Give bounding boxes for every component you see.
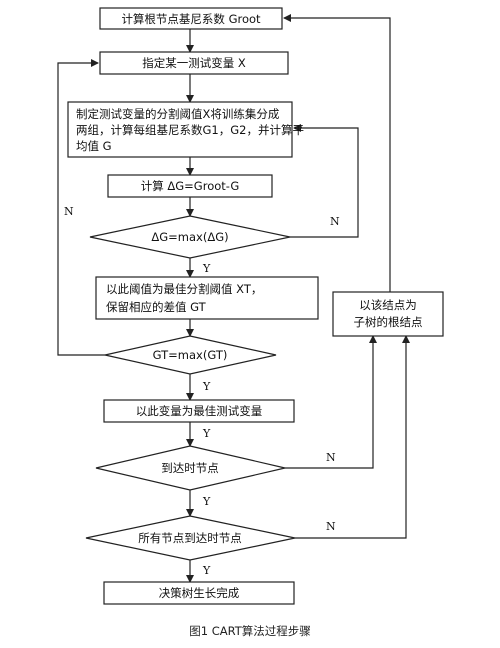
node-tree-complete [103,581,295,605]
node-subtree-root-line2: 子树的根结点 [354,315,423,329]
node-best-test-variable [103,399,295,423]
label-d3-no: N [326,451,336,464]
label-d4-yes: Y [202,564,211,577]
label-d1-yes: Y [202,262,211,275]
decision-all-reach-leaf [85,515,296,561]
node-best-threshold [95,276,319,320]
edge-d4-no [295,335,410,539]
node-split-threshold-line3: 均值 G [76,139,112,153]
node-split-threshold-line1: 制定测试变量的分割阈值X将训练集分成 [76,107,280,121]
node-split-threshold [67,101,293,158]
label-d2-no: N [64,205,74,218]
edge-d3-no [285,335,377,469]
decision-gt-max-text: GT=max(GT) [153,348,228,362]
node-best-threshold-line2: 保留相应的差值 GT [106,300,207,314]
edge-d2-no-loop [57,59,105,356]
node-compute-delta-g-text: 计算 ΔG=Groot-G [141,179,240,193]
label-d3-yes: Y [202,495,211,508]
decision-reach-leaf-text: 到达时节点 [161,461,219,475]
label-d2-yes: Y [202,380,211,393]
node-best-threshold-line1: 以此阈值为最佳分割阈值 XT， [106,282,262,296]
label-d4-no: N [326,520,336,533]
decision-delta-g-max-text: ΔG=max(ΔG) [151,230,228,244]
node-compute-root-gini [99,7,283,30]
node-subtree-root [332,291,444,337]
node-best-test-variable-text: 以此变量为最佳测试变量 [136,404,263,418]
label-d1-no: N [330,215,340,228]
node-compute-delta-g [107,174,273,198]
edge-d1-no-loop [290,124,359,238]
decision-reach-leaf [95,445,286,491]
node-tree-complete-text: 决策树生长完成 [159,586,240,600]
node-select-test-variable-text: 指定某一测试变量 X [142,56,246,70]
decision-delta-g-max [89,215,291,259]
figure-caption: 图1 CART算法过程步骤 [189,624,311,638]
node-compute-root-gini-text: 计算根节点基尼系数 Groot [121,12,261,26]
node-split-threshold-line2: 两组，计算每组基尼系数G1，G2，并计算平 [76,123,304,137]
label-step6-yes: Y [202,427,211,440]
cart-flowchart: 计算根节点基尼系数 Groot 指定某一测试变量 X 制定测试变量的分割阈值X将… [57,7,444,605]
decision-all-reach-leaf-text: 所有节点到达时节点 [138,531,242,545]
edge-side-to-root [283,14,391,292]
node-select-test-variable [99,51,289,75]
node-subtree-root-line1: 以该结点为 [359,298,417,312]
decision-gt-max [104,335,277,375]
